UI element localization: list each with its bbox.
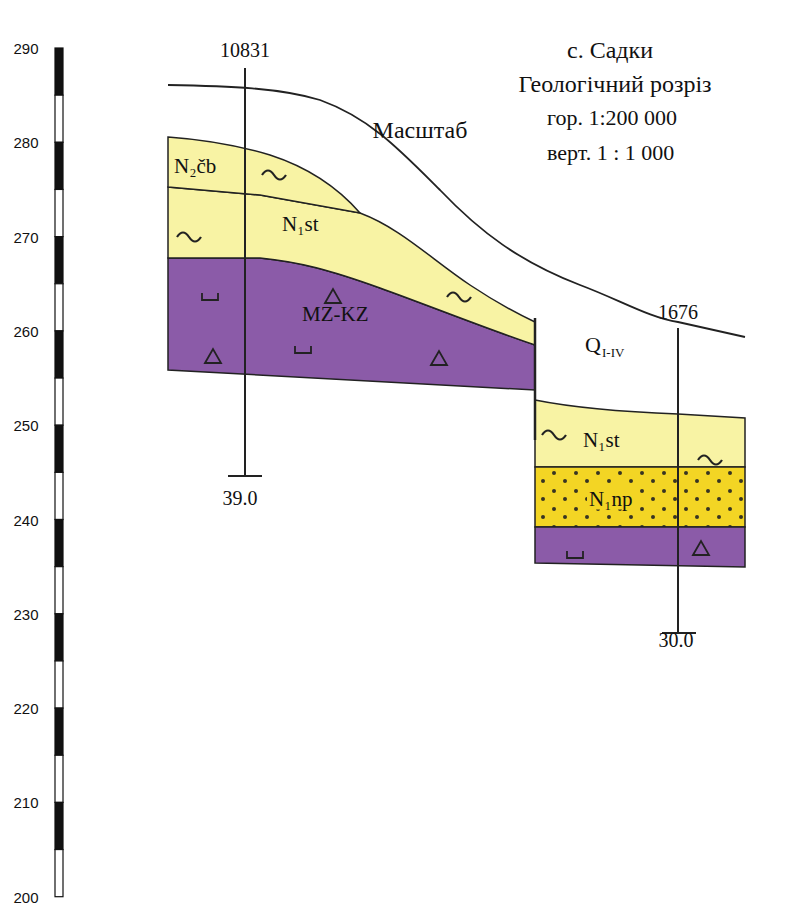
layer-index: N₁np (587, 489, 635, 510)
scale-value: 260 (13, 323, 38, 338)
scale-segment (55, 567, 63, 614)
scale-segment (55, 661, 63, 708)
scale-segment (55, 378, 63, 425)
scale-value: 280 (13, 135, 38, 150)
scale-horizontal: гор. 1:200 000 (547, 107, 677, 129)
well-number: 1676 (658, 302, 698, 322)
scale-segment (55, 614, 63, 661)
scale-value: 210 (13, 795, 38, 810)
scale-value: 290 (13, 41, 38, 56)
layer-index-subscript: I-IV (602, 346, 624, 359)
scale-value: 200 (13, 889, 38, 904)
scale-value: 230 (13, 606, 38, 621)
scale-segment (55, 708, 63, 755)
scale-segment (55, 48, 63, 95)
layer-index: N₂čb (174, 156, 216, 177)
layer-index: MZ-KZ (302, 304, 369, 325)
scale-segment (55, 95, 63, 142)
scale-value: 220 (13, 701, 38, 716)
map-title: с. Садки (567, 38, 653, 62)
layer-index: Q (585, 334, 601, 356)
scale-heading: Масштаб (373, 118, 468, 142)
scale-segment (55, 425, 63, 472)
scale-value: 270 (13, 229, 38, 244)
scale-vertical: верт. 1 : 1 000 (547, 142, 674, 164)
scale-segment (55, 472, 63, 519)
scale-segment (55, 237, 63, 284)
scale-value: 250 (13, 418, 38, 433)
scale-segment (55, 850, 63, 897)
scale-segment (55, 189, 63, 236)
layer-index: N₁st (282, 214, 319, 235)
well-number: 10831 (220, 40, 270, 60)
scale-segment (55, 802, 63, 849)
layer-index: N₁st (583, 430, 620, 451)
well-depth: 39.0 (223, 488, 258, 508)
scale-segment (55, 331, 63, 378)
scale-segment (55, 142, 63, 189)
section-title: Геологічний розріз (518, 72, 711, 96)
scale-segment (55, 284, 63, 331)
well-depth: 30.0 (659, 630, 694, 650)
scale-segment (55, 755, 63, 802)
scale-value: 240 (13, 512, 38, 527)
scale-segment (55, 520, 63, 567)
